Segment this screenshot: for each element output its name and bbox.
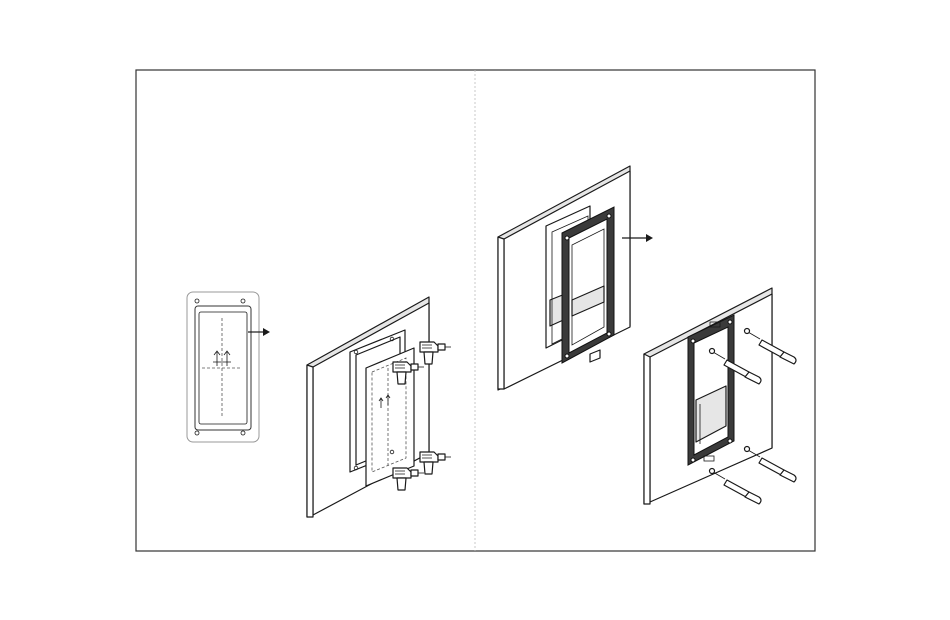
- mounting-frame-icon: [562, 207, 614, 363]
- template-sheet-icon: [187, 292, 259, 442]
- mounted-frame-icon: [688, 315, 734, 465]
- panel-template-and-drilling: [187, 292, 451, 517]
- template-on-wall-icon: [350, 330, 414, 486]
- panel-frame-mounting-and-screwing: [498, 166, 796, 504]
